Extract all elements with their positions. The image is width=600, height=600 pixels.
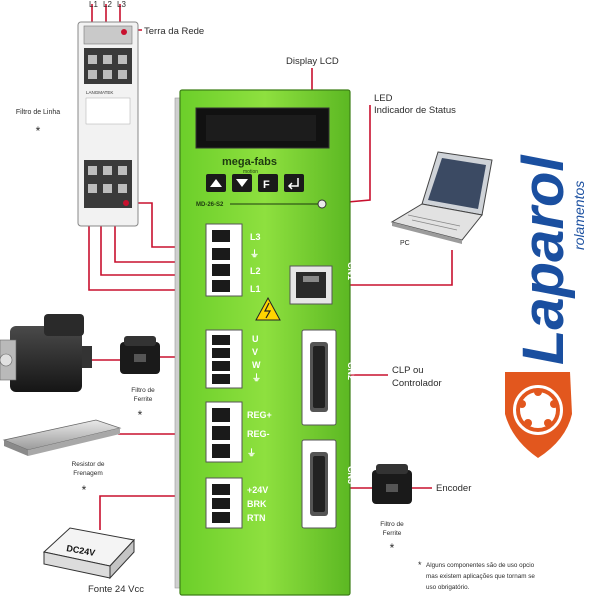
terminal-motor-earth: ⏚ bbox=[252, 373, 261, 383]
laparol-logo: Laparol rolamentos bbox=[505, 154, 587, 458]
high-voltage-warning-icon bbox=[255, 296, 281, 321]
psu-label: Fonte 24 Vcc bbox=[88, 584, 144, 595]
cn1-label: CN1 bbox=[346, 262, 356, 280]
terminal-brk: BRK bbox=[247, 499, 267, 509]
logo-sub: rolamentos bbox=[571, 181, 587, 250]
filter-terminal-l1: L1 bbox=[89, 0, 98, 9]
ferrite-motor-star: * bbox=[138, 408, 143, 422]
arrow-up-icon bbox=[210, 179, 222, 187]
driver-brand: mega-fabs bbox=[222, 156, 277, 168]
arrow-down-icon bbox=[236, 179, 248, 187]
status-led bbox=[317, 199, 327, 209]
svg-text:F: F bbox=[263, 179, 270, 191]
terminal-reg-plus: REG+ bbox=[247, 410, 272, 420]
filter-label: Filtro de Linha bbox=[16, 109, 60, 116]
driver-model: MD-26-S2 bbox=[196, 202, 224, 208]
footnote-line1: Alguns componentes são de uso opcio bbox=[426, 562, 535, 569]
enter-icon bbox=[287, 178, 299, 190]
resistor-star: * bbox=[82, 483, 87, 497]
braking-resistor-icon bbox=[2, 419, 122, 456]
earth-label: Terra da Rede bbox=[144, 26, 204, 37]
terminal-u: U bbox=[252, 334, 259, 344]
line-filter: LANGMATEK bbox=[77, 21, 139, 227]
ferrite-encoder-label-line2: Ferrite bbox=[383, 530, 402, 537]
terminal-24v: +24V bbox=[247, 485, 268, 495]
driver-brand-sub: motion bbox=[243, 169, 258, 175]
terminal-l3: L3 bbox=[250, 232, 261, 242]
terminal-l1: L1 bbox=[250, 284, 261, 294]
servo-motor-icon bbox=[0, 314, 92, 392]
ferrite-motor-label-line1: Filtro de bbox=[131, 387, 155, 394]
footnote-line3: uso obrigatório. bbox=[426, 584, 470, 591]
ferrite-encoder-label-line1: Filtro de bbox=[380, 521, 404, 528]
cn2-label: CN2 bbox=[346, 362, 356, 380]
servo-driver: mega-fabs motion F MD-26-S2 bbox=[174, 89, 351, 596]
resistor-label-line2: Frenagem bbox=[73, 470, 103, 477]
footnote-star: * bbox=[418, 560, 422, 570]
led-label-line1: LED bbox=[374, 93, 393, 104]
laptop-icon bbox=[390, 151, 493, 244]
clp-label-line1: CLP ou bbox=[392, 365, 424, 376]
filter-terminal-l3: L3 bbox=[117, 0, 126, 9]
terminal-reg-minus: REG- bbox=[247, 429, 270, 439]
terminal-rtn: RTN bbox=[247, 513, 266, 523]
power-supply-icon bbox=[42, 527, 135, 580]
encoder-label: Encoder bbox=[436, 483, 471, 494]
clp-label-line2: Controlador bbox=[392, 378, 442, 389]
filter-terminal-l2: L2 bbox=[103, 0, 112, 9]
terminal-earth: ⏚ bbox=[250, 249, 259, 259]
driver-keypad: F bbox=[206, 174, 304, 192]
filter-brand: LANGMATEK bbox=[86, 90, 113, 95]
resistor-label-line1: Resistor de bbox=[72, 461, 105, 468]
led-label-line2: Indicador de Status bbox=[374, 105, 456, 116]
filter-star: * bbox=[36, 124, 41, 138]
terminal-l2: L2 bbox=[250, 266, 261, 276]
encoder-ferrite-icon bbox=[372, 464, 412, 504]
psu-box-label: DC24V bbox=[66, 543, 96, 558]
logo-name: Laparol bbox=[511, 154, 576, 365]
pc-label: PC bbox=[400, 240, 410, 247]
terminal-w: W bbox=[252, 360, 261, 370]
cn3-label: CN3 bbox=[346, 466, 356, 484]
ferrite-encoder-star: * bbox=[390, 541, 395, 555]
ferrite-motor-label-line2: Ferrite bbox=[134, 396, 153, 403]
terminal-v: V bbox=[252, 347, 258, 357]
footnote-line2: mas existem aplicações que tornam se bbox=[426, 573, 535, 580]
display-label: Display LCD bbox=[286, 56, 339, 67]
motor-ferrite-icon bbox=[120, 336, 160, 374]
terminal-regen-earth: ⏚ bbox=[247, 448, 256, 458]
